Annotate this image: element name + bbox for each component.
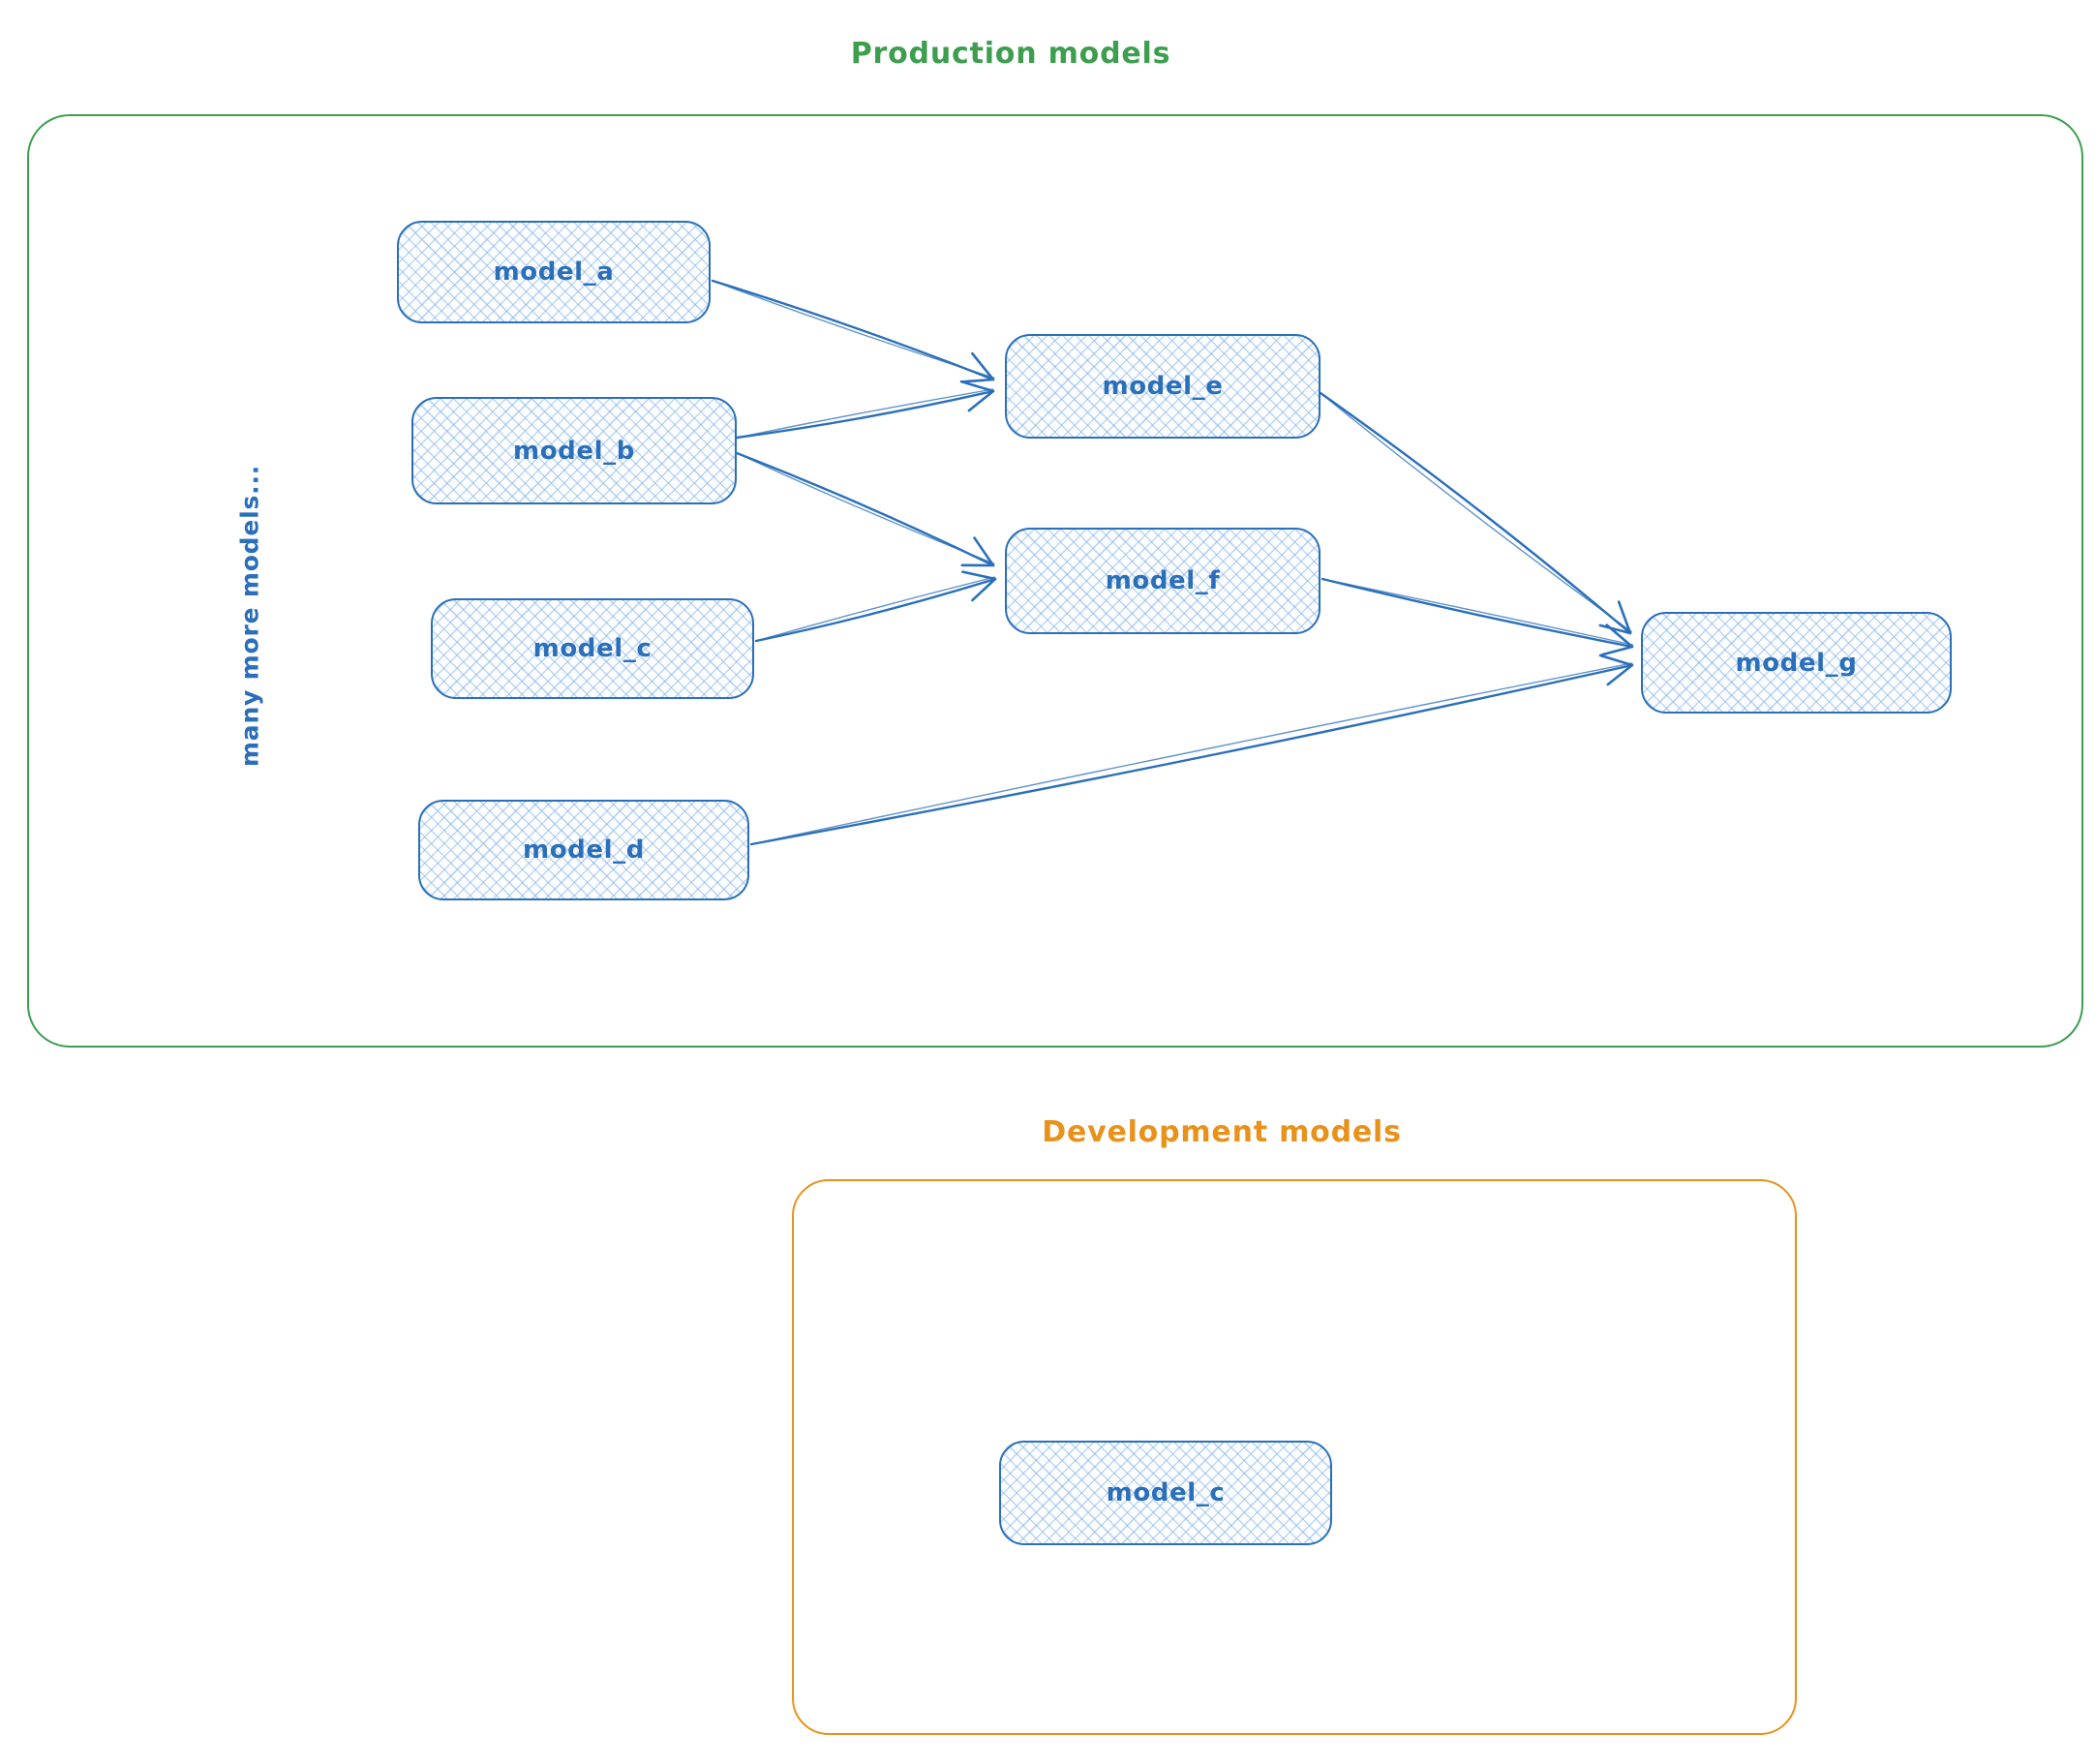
node-model-c: model_c	[431, 598, 754, 699]
node-model-e-label: model_e	[1102, 372, 1224, 401]
development-group-title: Development models	[1042, 1115, 1402, 1149]
node-model-f: model_f	[1005, 528, 1321, 634]
node-model-d: model_d	[418, 800, 749, 900]
node-model-e: model_e	[1005, 334, 1321, 439]
development-group-container	[792, 1179, 1797, 1735]
node-model-a: model_a	[397, 221, 711, 323]
node-model-g-label: model_g	[1735, 648, 1858, 678]
many-more-models-note: many more models...	[235, 464, 264, 768]
node-model-c-label: model_c	[532, 634, 653, 663]
node-dev-model-c-label: model_c	[1106, 1478, 1226, 1507]
node-model-b: model_b	[411, 397, 737, 504]
node-model-f-label: model_f	[1105, 566, 1221, 595]
node-model-a-label: model_a	[493, 258, 615, 287]
production-group-title: Production models	[850, 37, 1171, 71]
production-group-container	[27, 114, 2083, 1048]
node-model-g: model_g	[1641, 612, 1952, 714]
node-model-d-label: model_d	[523, 836, 645, 865]
node-model-b-label: model_b	[513, 436, 635, 466]
node-dev-model-c: model_c	[999, 1441, 1332, 1545]
